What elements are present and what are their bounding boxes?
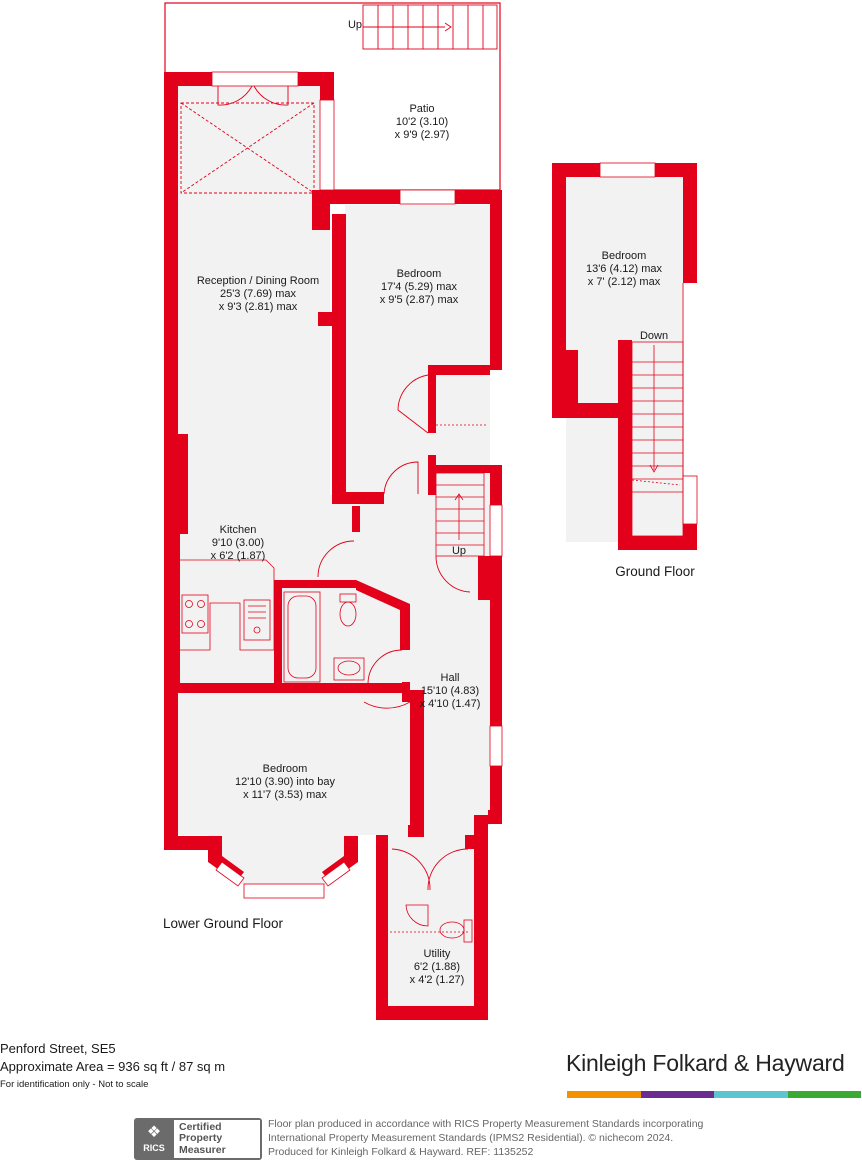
gf-stair-down-label: Down bbox=[640, 330, 668, 342]
floor-fill bbox=[178, 85, 490, 1015]
approximate-area: Approximate Area = 936 sq ft / 87 sq m bbox=[0, 1059, 226, 1074]
patio-dim1: 10'2 (3.10) bbox=[396, 116, 448, 128]
lower-ground-floor: Up Patio 10'2 (3.10) x 9'9 (2.97) Recept… bbox=[163, 2, 503, 1020]
gf-walls bbox=[552, 163, 697, 550]
rics-badge: ❖ RICS Certified Property Measurer bbox=[134, 1118, 262, 1160]
gf-stair bbox=[631, 283, 684, 537]
brand-bar-teal bbox=[714, 1091, 788, 1098]
bedroom-front-dim2: x 11'7 (3.53) max bbox=[243, 789, 327, 801]
gf-bedroom-dim2: x 7' (2.12) max bbox=[588, 276, 661, 288]
property-info: Penford Street, SE5 Approximate Area = 9… bbox=[0, 1040, 225, 1094]
rics-badge-line: Certified bbox=[179, 1120, 222, 1133]
bedroom-rear-dim2: x 9'5 (2.87) max bbox=[380, 294, 459, 306]
room-labels-lg: Up Patio 10'2 (3.10) x 9'9 (2.97) Recept… bbox=[163, 19, 480, 986]
rics-wordmark: RICS bbox=[143, 1143, 165, 1153]
patio-stair bbox=[362, 4, 498, 50]
reception-dim2: x 9'3 (2.81) max bbox=[219, 301, 298, 313]
patio-dim2: x 9'9 (2.97) bbox=[395, 129, 450, 141]
bedroom-front-name: Bedroom bbox=[263, 763, 308, 775]
utility-dim1: 6'2 (1.88) bbox=[414, 961, 460, 973]
disclaimer-line: Floor plan produced in accordance with R… bbox=[268, 1118, 704, 1130]
reception-name: Reception / Dining Room bbox=[197, 275, 319, 287]
kitchen-fittings bbox=[180, 559, 275, 651]
bathroom-fittings bbox=[283, 591, 365, 683]
lower-ground-floor-label: Lower Ground Floor bbox=[163, 916, 284, 931]
identification-note: For identification only - Not to scale bbox=[0, 1079, 149, 1090]
bedroom-rear-dim1: 17'4 (5.29) max bbox=[381, 281, 458, 293]
kitchen-name: Kitchen bbox=[220, 524, 257, 536]
brand-bar-orange bbox=[567, 1091, 641, 1098]
hall-name: Hall bbox=[441, 672, 460, 684]
kitchen-dim1: 9'10 (3.00) bbox=[212, 537, 264, 549]
brand-color-bar bbox=[567, 1091, 861, 1098]
kitchen-dim2: x 6'2 (1.87) bbox=[211, 550, 266, 562]
brand-bar-green bbox=[787, 1091, 861, 1098]
utility-name: Utility bbox=[424, 948, 451, 960]
roof-light bbox=[180, 102, 315, 194]
gf-bedroom-name: Bedroom bbox=[602, 250, 647, 262]
ground-floor: Bedroom 13'6 (4.12) max x 7' (2.12) max … bbox=[552, 162, 698, 579]
brand-name: Kinleigh Folkard & Hayward bbox=[566, 1050, 845, 1076]
rics-badge-line: Property bbox=[179, 1132, 223, 1145]
rics-logo: ❖ RICS bbox=[134, 1118, 174, 1160]
bedroom-front-dim1: 12'10 (3.90) into bay bbox=[235, 776, 335, 788]
gf-bedroom-dim1: 13'6 (4.12) max bbox=[586, 263, 663, 275]
floor-plan: Up Patio 10'2 (3.10) x 9'9 (2.97) Recept… bbox=[163, 2, 698, 1020]
door-swings bbox=[217, 85, 471, 891]
disclaimer-line: Produced for Kinleigh Folkard & Hayward.… bbox=[268, 1146, 534, 1158]
hall-dim2: x 4'10 (1.47) bbox=[420, 698, 481, 710]
windows bbox=[211, 71, 503, 899]
rics-emblem-icon: ❖ bbox=[146, 1124, 162, 1141]
brand-bar-purple bbox=[640, 1091, 714, 1098]
patio-stair-up-label: Up bbox=[348, 19, 362, 31]
bedroom-rear-name: Bedroom bbox=[397, 268, 442, 280]
utility-fittings bbox=[390, 904, 473, 943]
hall-stair-up-label: Up bbox=[452, 545, 466, 557]
rics-badge-line: Measurer bbox=[179, 1143, 226, 1156]
bay-windows bbox=[215, 861, 351, 887]
utility-dim2: x 4'2 (1.27) bbox=[410, 974, 465, 986]
hall-dim1: 15'10 (4.83) bbox=[421, 685, 479, 697]
disclaimer-line: International Property Measurement Stand… bbox=[268, 1132, 674, 1144]
disclaimer: Floor plan produced in accordance with R… bbox=[268, 1117, 703, 1159]
reception-dim1: 25'3 (7.69) max bbox=[220, 288, 297, 300]
patio-name: Patio bbox=[409, 103, 434, 115]
hall-stair bbox=[435, 424, 488, 557]
ground-floor-label: Ground Floor bbox=[615, 564, 695, 579]
address: Penford Street, SE5 bbox=[0, 1041, 116, 1056]
rics-badge-text: Certified Property Measurer bbox=[174, 1120, 260, 1158]
gf-windows bbox=[599, 162, 698, 525]
